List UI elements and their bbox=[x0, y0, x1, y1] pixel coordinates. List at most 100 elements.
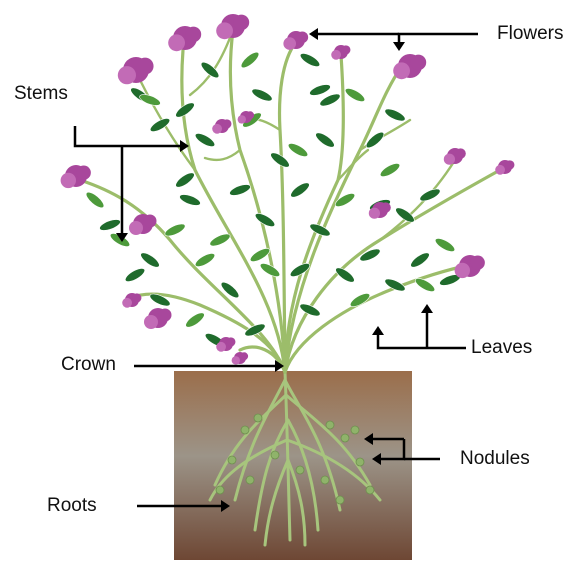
flowers-label: Flowers bbox=[497, 23, 564, 44]
flower-petal bbox=[216, 342, 226, 352]
root-nodule bbox=[228, 456, 236, 464]
flower-petal bbox=[144, 215, 157, 228]
leaf bbox=[193, 251, 216, 269]
flower-cluster bbox=[331, 45, 350, 60]
leaves-label: Leaves bbox=[471, 337, 532, 358]
flower-petal bbox=[132, 293, 141, 302]
leaf bbox=[383, 107, 406, 124]
root-nodule bbox=[336, 496, 344, 504]
flowers-pointer bbox=[399, 34, 478, 44]
flower-cluster bbox=[212, 119, 231, 134]
leaf bbox=[138, 92, 162, 107]
flower-petal bbox=[222, 119, 231, 128]
root-nodule bbox=[326, 421, 334, 429]
leaf bbox=[174, 170, 197, 189]
flower-cluster bbox=[61, 165, 91, 188]
flower-cluster bbox=[495, 160, 514, 175]
flower-petal bbox=[186, 27, 202, 43]
root-nodule bbox=[341, 434, 349, 442]
leaf bbox=[219, 280, 241, 301]
root-nodule bbox=[254, 414, 262, 422]
leaf bbox=[308, 82, 332, 97]
flower-petal bbox=[380, 202, 390, 212]
stems-label: Stems bbox=[14, 83, 68, 104]
leaf bbox=[289, 180, 312, 199]
crown-label: Crown bbox=[61, 354, 116, 375]
leaf bbox=[84, 190, 106, 211]
flower-cluster bbox=[144, 308, 172, 329]
flower-petal bbox=[77, 166, 91, 180]
root-nodule bbox=[271, 451, 279, 459]
leaf bbox=[239, 50, 261, 71]
root-nodule bbox=[296, 466, 304, 474]
flower-petal bbox=[118, 66, 136, 84]
root-nodule bbox=[356, 458, 364, 466]
flower-petal bbox=[411, 55, 427, 71]
leaf bbox=[208, 232, 231, 249]
root-nodule bbox=[241, 426, 249, 434]
leaf bbox=[378, 161, 401, 179]
root-nodule bbox=[351, 426, 359, 434]
flower-cluster bbox=[129, 214, 157, 235]
flower-petal bbox=[226, 337, 235, 346]
leaves-pointer-arrowhead-2 bbox=[421, 304, 433, 313]
root-nodule bbox=[216, 486, 224, 494]
flower-petal bbox=[341, 45, 350, 54]
flower-petal bbox=[159, 309, 172, 322]
flower-petal bbox=[455, 148, 465, 158]
stem-branch bbox=[230, 30, 285, 372]
flower-cluster bbox=[122, 293, 141, 308]
stem-branch bbox=[205, 150, 240, 160]
leaf bbox=[394, 205, 417, 224]
flower-cluster bbox=[455, 255, 485, 278]
flower-petal bbox=[216, 22, 233, 39]
nodules-label: Nodules bbox=[460, 448, 530, 469]
flower-cluster bbox=[168, 26, 201, 51]
leaf bbox=[409, 250, 432, 269]
flower-petal bbox=[129, 221, 143, 235]
flower-petal bbox=[144, 315, 158, 329]
flower-petal bbox=[471, 256, 485, 270]
flower-petal bbox=[212, 124, 222, 134]
flower-petal bbox=[234, 15, 250, 31]
flowers-pointer-arrowhead bbox=[393, 42, 405, 51]
flower-petal bbox=[232, 356, 240, 364]
flower-petal bbox=[444, 154, 455, 165]
flower-petal bbox=[505, 160, 514, 169]
leaf bbox=[139, 250, 162, 269]
flower-petal bbox=[168, 34, 185, 51]
flower-petal bbox=[240, 352, 248, 360]
leaf bbox=[298, 51, 321, 69]
flower-petal bbox=[369, 208, 380, 219]
leaf bbox=[184, 310, 207, 329]
flowers-pointer-left-arrowhead bbox=[309, 28, 318, 40]
roots-label: Roots bbox=[47, 495, 97, 516]
flower-cluster bbox=[444, 148, 466, 165]
flower-petal bbox=[296, 31, 308, 43]
leaf bbox=[228, 182, 252, 197]
stems-pointer bbox=[75, 126, 180, 146]
stem-branch bbox=[140, 80, 195, 170]
leaves-pointer-arrowhead-1 bbox=[372, 326, 384, 335]
root-nodule bbox=[321, 476, 329, 484]
leaf bbox=[286, 141, 309, 159]
flower-petal bbox=[122, 298, 132, 308]
leaf bbox=[250, 87, 273, 104]
flower-petal bbox=[246, 111, 254, 119]
flower-cluster bbox=[393, 54, 426, 79]
leaf bbox=[123, 266, 146, 284]
leaf bbox=[163, 222, 186, 239]
flower-petal bbox=[61, 173, 76, 188]
leaf bbox=[98, 217, 122, 232]
leaf bbox=[343, 86, 366, 104]
leaf bbox=[314, 130, 337, 149]
flower-petal bbox=[455, 263, 470, 278]
flowers-group bbox=[61, 14, 515, 365]
leaf bbox=[418, 187, 441, 204]
leaf bbox=[433, 236, 456, 254]
flower-petal bbox=[331, 50, 341, 60]
leaves-group bbox=[84, 50, 462, 349]
leaf bbox=[178, 192, 202, 207]
leaf bbox=[298, 302, 321, 319]
